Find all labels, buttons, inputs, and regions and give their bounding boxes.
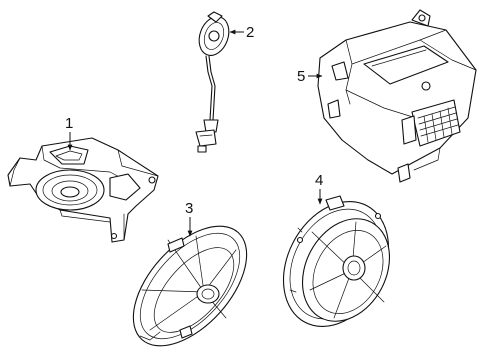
part-3-oval-speaker xyxy=(132,225,248,347)
callout-5: 5 xyxy=(297,68,323,85)
callout-1-label: 1 xyxy=(65,115,73,132)
part-5-amplifier xyxy=(317,9,477,183)
callout-1: 1 xyxy=(65,115,73,151)
part-4-round-woofer xyxy=(282,195,391,328)
callout-4: 4 xyxy=(315,172,323,205)
callout-2: 2 xyxy=(229,24,254,41)
part-2-tweeter-harness xyxy=(195,11,230,153)
callout-2-label: 2 xyxy=(246,24,254,41)
callout-4-label: 4 xyxy=(315,172,323,189)
callout-5-label: 5 xyxy=(297,68,305,85)
part-1-speaker-enclosure xyxy=(7,137,159,243)
callout-3-label: 3 xyxy=(185,200,193,217)
callout-3: 3 xyxy=(185,200,193,237)
